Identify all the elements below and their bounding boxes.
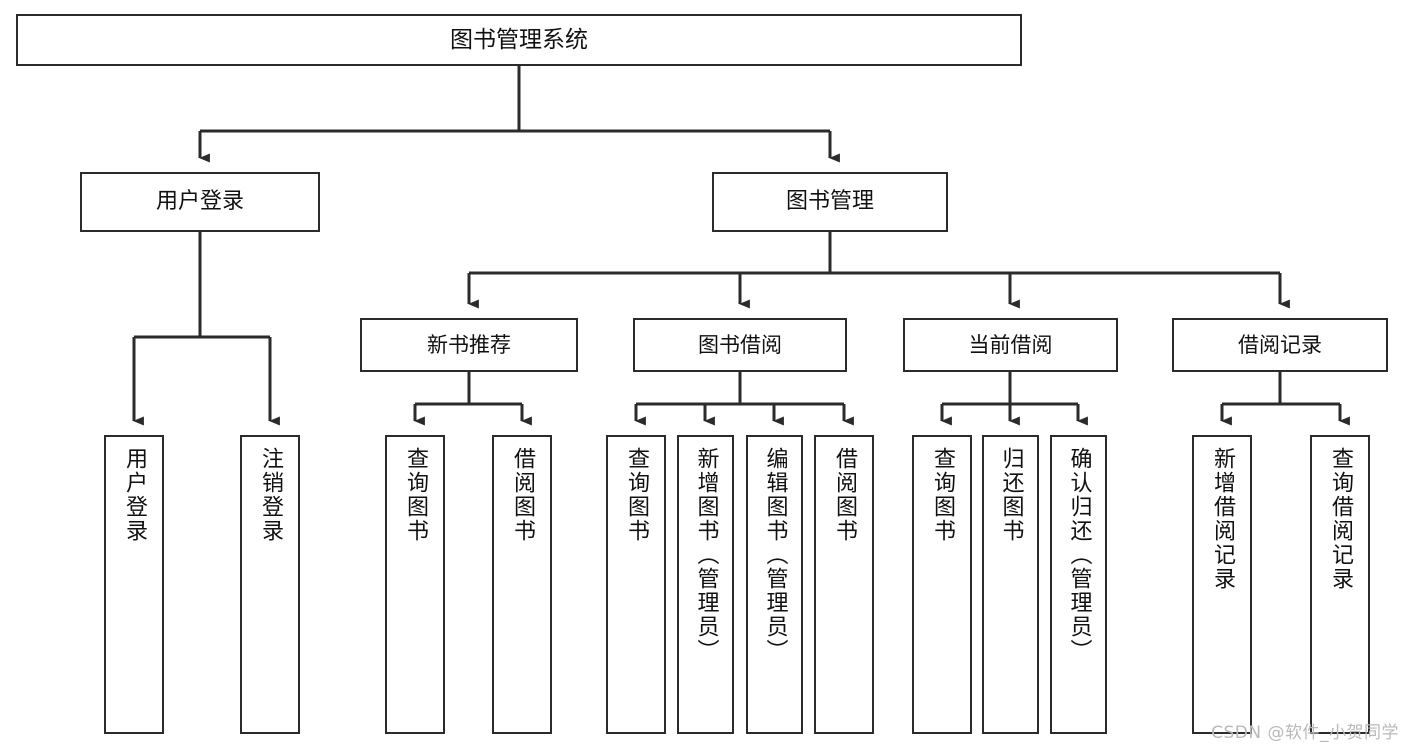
leaf-query-book-current[interactable]: 查询图书 — [912, 435, 972, 734]
leaf-query-borrow-record[interactable]: 查询借阅记录 — [1310, 435, 1370, 734]
node-label: 用户登录 — [155, 189, 244, 215]
node-new-book-recommendation[interactable]: 新书推荐 — [360, 318, 578, 372]
leaf-confirm-return-admin[interactable]: 确认归还（管理员） — [1050, 435, 1107, 734]
node-current-borrowing[interactable]: 当前借阅 — [903, 318, 1118, 372]
leaf-add-book-admin[interactable]: 新增图书（管理员） — [677, 435, 734, 734]
node-book-borrowing[interactable]: 图书借阅 — [633, 318, 847, 372]
node-root-book-management-system[interactable]: 图书管理系统 — [16, 14, 1022, 66]
leaf-return-book[interactable]: 归还图书 — [982, 435, 1039, 734]
leaf-add-borrow-record[interactable]: 新增借阅记录 — [1192, 435, 1252, 734]
node-label: 查询图书 — [930, 447, 955, 543]
leaf-user-login[interactable]: 用户登录 — [104, 435, 164, 734]
node-label: 借阅图书 — [832, 447, 857, 543]
node-label: 图书管理系统 — [450, 26, 588, 53]
node-label: 用户登录 — [122, 447, 147, 543]
node-book-management[interactable]: 图书管理 — [712, 172, 948, 232]
node-label: 编辑图书（管理员） — [762, 447, 788, 663]
leaf-edit-book-admin[interactable]: 编辑图书（管理员） — [746, 435, 803, 734]
node-label: 新书推荐 — [427, 332, 511, 357]
node-label: 注销登录 — [258, 447, 283, 543]
node-label: 借阅图书 — [510, 447, 535, 543]
node-label: 查询图书 — [403, 447, 428, 543]
leaf-borrow-book[interactable]: 借阅图书 — [814, 435, 874, 734]
node-user-login[interactable]: 用户登录 — [80, 172, 320, 232]
node-label: 新增图书（管理员） — [693, 447, 719, 663]
node-label: 借阅记录 — [1238, 332, 1322, 357]
node-label: 图书借阅 — [698, 332, 782, 357]
node-label: 归还图书 — [998, 447, 1024, 543]
node-label: 当前借阅 — [968, 332, 1053, 357]
node-label: 图书管理 — [785, 189, 874, 215]
csdn-watermark: CSDN @软件_小贺同学 — [1211, 723, 1399, 743]
node-label: 新增借阅记录 — [1210, 447, 1235, 591]
node-borrow-records[interactable]: 借阅记录 — [1172, 318, 1388, 372]
leaf-query-book-borrow[interactable]: 查询图书 — [606, 435, 666, 734]
node-label: 查询借阅记录 — [1328, 447, 1353, 591]
node-label: 查询图书 — [624, 447, 649, 543]
leaf-borrow-book-new[interactable]: 借阅图书 — [492, 435, 552, 734]
leaf-query-book-new[interactable]: 查询图书 — [385, 435, 445, 734]
leaf-user-logout[interactable]: 注销登录 — [240, 435, 300, 734]
node-label: 确认归还（管理员） — [1066, 447, 1092, 663]
